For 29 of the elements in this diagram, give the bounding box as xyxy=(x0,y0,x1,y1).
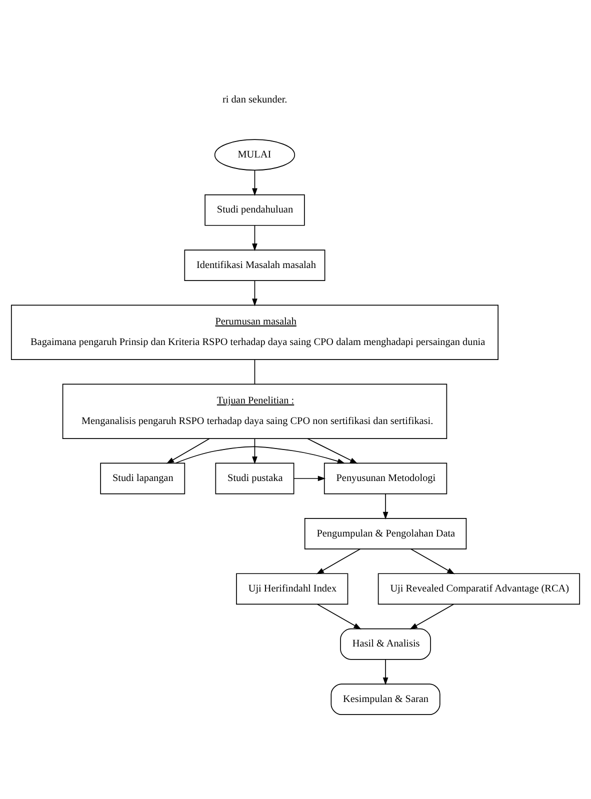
node-box: Identifikasi Masalah masalah xyxy=(184,250,326,282)
arrow xyxy=(252,170,258,196)
node-box: Pengumpulan & Pengolahan Data xyxy=(304,518,467,550)
arrow xyxy=(166,438,210,464)
arrow xyxy=(175,446,346,464)
node-ellipse: MULAI xyxy=(214,139,296,171)
arrow xyxy=(316,604,362,630)
node-box: Studi pustaka xyxy=(215,462,294,494)
arrow xyxy=(293,476,326,482)
arrow xyxy=(252,280,258,306)
node-box: Tujuan Penelitian : Menganalisis pengaruh RSPO terhadap daya saing CPO non sertifikasi dan sertifikasi. xyxy=(62,384,448,439)
arrow xyxy=(382,659,388,686)
node-box: Uji Herifindahl Index xyxy=(236,573,348,605)
node-box: Studi lapangan xyxy=(100,462,186,494)
node-box: Uji Revealed Comparatif Advantage (RCA) xyxy=(378,573,580,605)
arrow xyxy=(252,438,258,464)
connector xyxy=(254,359,256,384)
arrow xyxy=(410,604,454,630)
node-box: Hasil & Analisis xyxy=(340,628,431,660)
node-box: Penyusunan Metodologi xyxy=(324,462,448,494)
node-box: Studi pendahuluan xyxy=(204,194,305,226)
arrow xyxy=(410,548,455,574)
arrow xyxy=(252,225,258,252)
node-box: Kesimpulan & Saran xyxy=(330,684,440,716)
label: ri dan sekunder. xyxy=(222,94,288,106)
arrow xyxy=(316,548,361,574)
arrow xyxy=(307,438,358,464)
arrow xyxy=(382,494,388,520)
node-box: Perumusan masalah Bagaimana pengaruh Prinsip dan Kriteria RSPO terhadap daya saing CPO dalam menghadapi persaingan dunia xyxy=(10,304,498,360)
